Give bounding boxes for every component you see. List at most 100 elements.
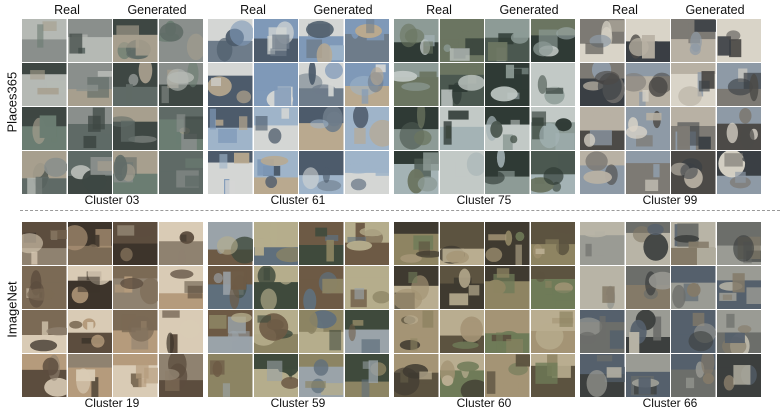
generated-image-tile	[299, 222, 344, 265]
real-image-tile	[394, 19, 439, 62]
real-image-tile	[580, 354, 625, 397]
real-image-tile	[439, 310, 484, 353]
generated-image-tile	[530, 107, 575, 150]
generated-image-tile	[113, 266, 158, 309]
generated-image-tile	[299, 19, 344, 62]
real-image-tile	[394, 310, 439, 353]
column-label-real: Real	[426, 3, 452, 17]
column-label-generated: Generated	[127, 3, 187, 17]
real-image-tile	[253, 310, 298, 353]
real-image-tile	[208, 310, 253, 353]
real-image-tile	[439, 19, 484, 62]
generated-image-tile	[716, 19, 761, 62]
real-image-tile	[22, 266, 67, 309]
cluster-label: Cluster 03	[84, 193, 140, 207]
real-image-tile	[625, 222, 670, 265]
real-image-tile	[253, 266, 298, 309]
generated-image-tile	[671, 266, 716, 309]
generated-image-tile	[716, 63, 761, 106]
image-grid	[394, 222, 575, 397]
real-image-tile	[253, 107, 298, 150]
real-image-tile	[67, 107, 112, 150]
generated-image-tile	[158, 222, 203, 265]
cluster-label: Cluster 66	[642, 396, 698, 410]
generated-image-tile	[485, 63, 530, 106]
real-image-tile	[580, 222, 625, 265]
generated-image-tile	[113, 63, 158, 106]
column-label-real: Real	[54, 3, 80, 17]
generated-image-tile	[671, 310, 716, 353]
generated-image-tile	[344, 354, 389, 397]
real-image-tile	[67, 354, 112, 397]
generated-image-tile	[716, 266, 761, 309]
image-grid	[22, 19, 203, 194]
generated-image-tile	[299, 151, 344, 194]
real-image-tile	[253, 354, 298, 397]
generated-image-tile	[113, 354, 158, 397]
generated-image-tile	[671, 107, 716, 150]
real-image-tile	[625, 63, 670, 106]
cluster-label: Cluster 19	[84, 396, 140, 410]
cluster-label: Cluster 60	[456, 396, 512, 410]
real-image-tile	[394, 107, 439, 150]
real-image-tile	[394, 151, 439, 194]
real-image-tile	[439, 107, 484, 150]
real-image-tile	[580, 63, 625, 106]
real-image-tile	[394, 222, 439, 265]
column-label-generated: Generated	[685, 3, 745, 17]
real-image-tile	[394, 63, 439, 106]
real-image-tile	[625, 310, 670, 353]
generated-image-tile	[485, 107, 530, 150]
generated-image-tile	[530, 310, 575, 353]
real-image-tile	[253, 151, 298, 194]
real-image-tile	[625, 266, 670, 309]
real-image-tile	[22, 354, 67, 397]
generated-image-tile	[344, 151, 389, 194]
real-image-tile	[394, 354, 439, 397]
real-image-tile	[67, 266, 112, 309]
row-separator	[20, 210, 780, 211]
real-image-tile	[22, 19, 67, 62]
image-grid	[22, 222, 203, 397]
generated-image-tile	[485, 266, 530, 309]
generated-image-tile	[716, 107, 761, 150]
real-image-tile	[208, 19, 253, 62]
generated-image-tile	[344, 222, 389, 265]
generated-image-tile	[530, 151, 575, 194]
generated-image-tile	[485, 354, 530, 397]
real-image-tile	[22, 222, 67, 265]
image-grid	[580, 19, 761, 194]
generated-image-tile	[113, 310, 158, 353]
generated-image-tile	[299, 107, 344, 150]
column-label-generated: Generated	[499, 3, 559, 17]
real-image-tile	[625, 354, 670, 397]
generated-image-tile	[158, 354, 203, 397]
real-image-tile	[22, 107, 67, 150]
generated-image-tile	[671, 63, 716, 106]
real-image-tile	[208, 266, 253, 309]
image-grid	[394, 19, 575, 194]
generated-image-tile	[158, 107, 203, 150]
generated-image-tile	[344, 310, 389, 353]
real-image-tile	[22, 310, 67, 353]
generated-image-tile	[530, 266, 575, 309]
generated-image-tile	[344, 107, 389, 150]
generated-image-tile	[530, 63, 575, 106]
column-label-generated: Generated	[313, 3, 373, 17]
row-label-imagenet: ImageNet	[4, 281, 20, 338]
real-image-tile	[580, 310, 625, 353]
real-image-tile	[67, 19, 112, 62]
real-image-tile	[67, 63, 112, 106]
generated-image-tile	[485, 151, 530, 194]
real-image-tile	[439, 222, 484, 265]
cluster-label: Cluster 61	[270, 193, 326, 207]
real-image-tile	[439, 63, 484, 106]
column-label-real: Real	[612, 3, 638, 17]
real-image-tile	[439, 354, 484, 397]
real-image-tile	[580, 266, 625, 309]
real-image-tile	[208, 151, 253, 194]
generated-image-tile	[299, 354, 344, 397]
generated-image-tile	[716, 354, 761, 397]
generated-image-tile	[671, 19, 716, 62]
image-grid	[208, 19, 389, 194]
